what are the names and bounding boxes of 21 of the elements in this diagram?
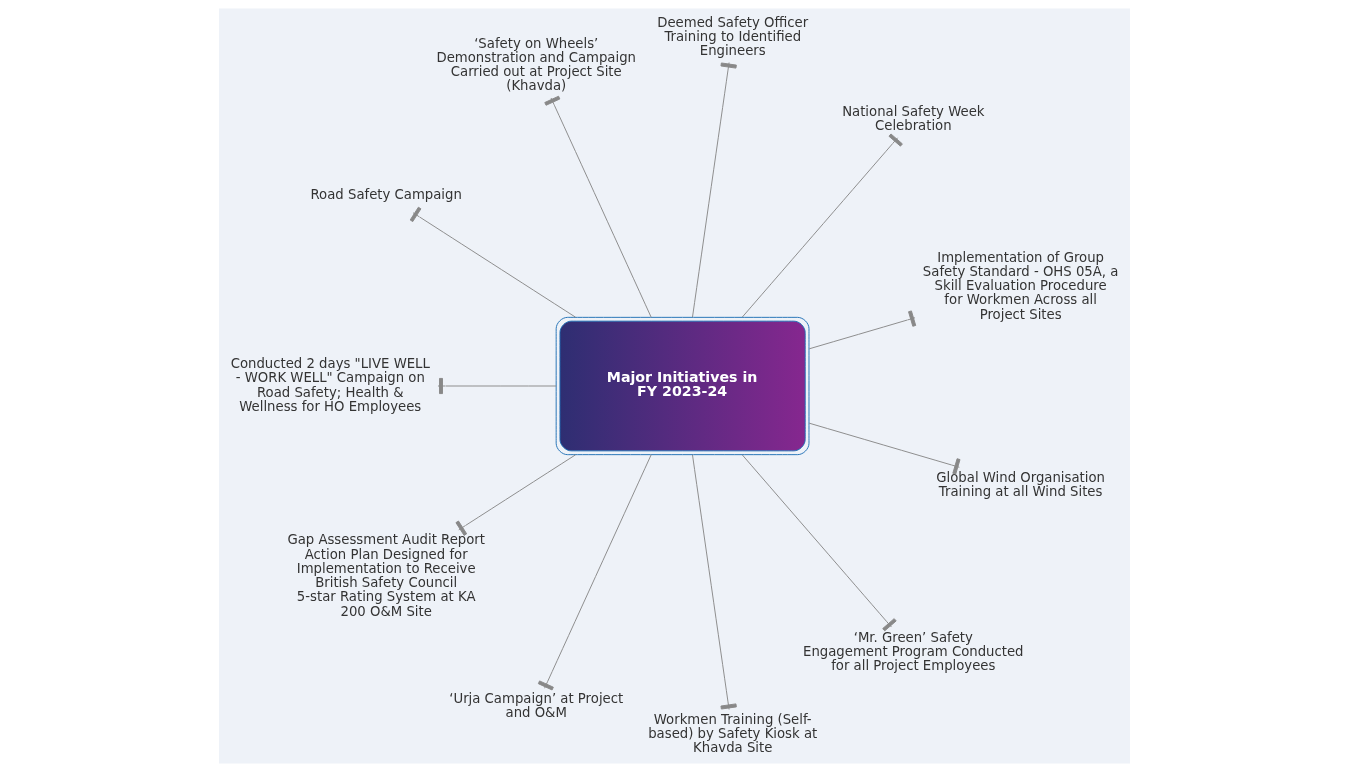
connector xyxy=(409,206,576,318)
connector xyxy=(537,454,652,691)
node-text: Deemed Safety Officer Training to Identified Engineers xyxy=(656,14,808,58)
connector xyxy=(808,422,960,475)
connector xyxy=(691,62,737,318)
connector xyxy=(454,454,576,536)
node-text: Workmen Training (Self-based) by Safety Kiosk at Khavda Site xyxy=(647,712,817,756)
node-text: Conducted 2 days "LIVE WELL - WORK WELL" Campaign on Road Safety; Health & Wellness for HO Employees xyxy=(230,356,430,414)
connector xyxy=(691,454,737,710)
node-text: Global Wind Organisation Training at all Wind Sites xyxy=(935,469,1105,499)
connector xyxy=(741,454,897,632)
node-text: National Safety Week Celebration xyxy=(841,104,984,134)
connector xyxy=(741,133,903,318)
connector xyxy=(543,95,652,318)
node-text: Road Safety Campaign xyxy=(310,187,462,203)
node-text: Implementation of Group Safety Standard - OHS 05A, a Skill Evaluation Procedure for Workmen Across all Project Sites xyxy=(922,249,1118,322)
connector xyxy=(808,310,916,350)
node-text: ‘Urja Campaign’ at Project and O&M xyxy=(448,690,623,721)
node-text: ‘Safety on Wheels’ Demonstration and Campaign Carried out at Project Site (Khavda) xyxy=(435,35,636,94)
node-text: Gap Assessment Audit Report Action Plan Designed for Implementation to Receive British Safety Council 5-star Rating System at KA 200 O&M Site xyxy=(286,532,485,619)
node-text: ‘Mr. Green’ Safety Engagement Program Conducted for all Project Employees xyxy=(802,629,1024,673)
